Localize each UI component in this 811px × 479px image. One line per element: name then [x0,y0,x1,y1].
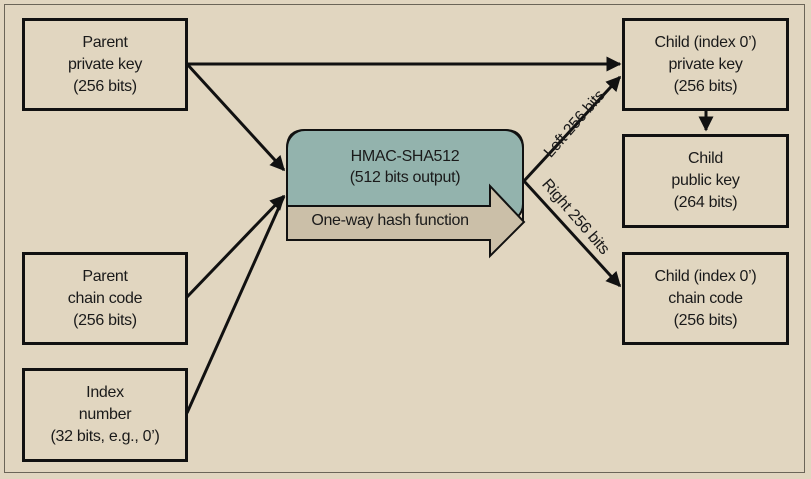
box-line: Parent [82,33,128,51]
box-line: private key [67,55,143,73]
parent-private-key-box: Parent private key (256 bits) [22,18,188,111]
index-number-box: Index number (32 bits, e.g., 0’) [22,368,188,462]
box-line: Index [86,384,124,401]
one-way-arrow [286,183,526,259]
box-line: public key [671,172,740,189]
edge-right-bits [522,179,622,288]
box-line: Child (index 0’) [654,267,757,285]
edge-parent-key-to-hmac [185,62,286,172]
box-line: number [78,406,132,423]
box-line: chain code [67,289,143,307]
parent-chain-code-box: Parent chain code (256 bits) [22,252,188,345]
box-line: Child [688,150,723,167]
box-line: (264 bits) [673,194,738,211]
box-line: private key [668,55,743,73]
edge-left-bits [522,75,622,183]
hmac-label: HMAC-SHA512 (512 bits output) [290,146,520,188]
box-line: Child (index 0’) [654,33,757,51]
child-private-key-box: Child (index 0’) private key (256 bits) [622,18,789,111]
child-public-key-box: Child public key (264 bits) [622,134,789,228]
hmac-subtitle: (512 bits output) [349,169,461,186]
diagram-frame [4,4,805,473]
edge-index-to-hmac [185,195,286,414]
box-line: (32 bits, e.g., 0’) [50,428,160,445]
child-chain-code-box: Child (index 0’) chain code (256 bits) [622,252,789,345]
hmac-title: HMAC-SHA512 [350,148,460,165]
box-line: Parent [82,267,128,285]
one-way-hash-label: One-way hash function [311,212,469,229]
edge-chain-code-to-hmac [185,194,286,299]
box-line: (256 bits) [73,311,137,329]
box-line: chain code [668,289,743,307]
box-line: (256 bits) [673,77,738,95]
box-line: (256 bits) [73,77,137,95]
box-line: (256 bits) [673,311,738,329]
